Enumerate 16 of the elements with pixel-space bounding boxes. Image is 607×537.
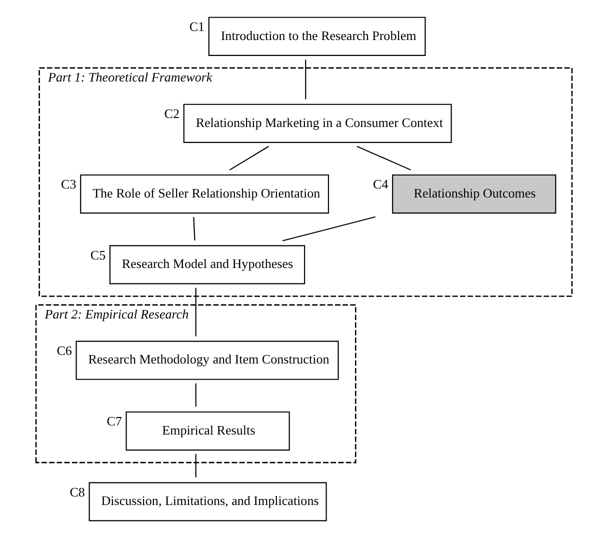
connector [228, 146, 268, 170]
node-label: C4 [372, 176, 388, 192]
node-label: C6 [56, 343, 72, 358]
node-label: C1 [188, 19, 204, 34]
node-label: C3 [60, 176, 76, 192]
connector [282, 216, 375, 242]
connector [304, 60, 306, 100]
node-label: C7 [106, 414, 122, 429]
connector [194, 383, 196, 407]
connector [194, 454, 196, 478]
node-label: C8 [69, 484, 84, 500]
node-label: C5 [90, 247, 106, 262]
connector [192, 216, 195, 240]
connector [194, 288, 196, 336]
connector [356, 146, 410, 170]
node-label: C2 [164, 106, 180, 122]
